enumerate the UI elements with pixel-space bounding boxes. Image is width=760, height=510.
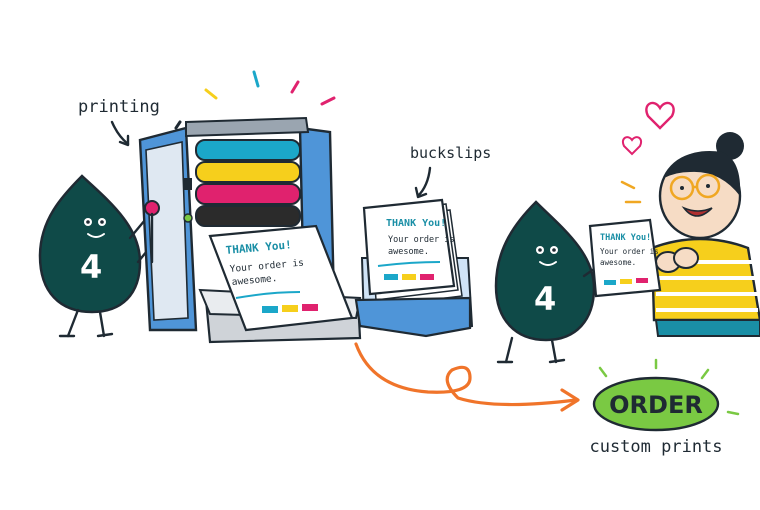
order-button[interactable]: [592, 376, 720, 432]
sparkle-marks: [174, 70, 336, 130]
press-slip-line2: awesome.: [231, 273, 278, 288]
press-slip-heading: THANK You!: [225, 238, 292, 257]
held-slip: THANK You! Your order is awesome.: [588, 218, 662, 298]
left-ink-drop-mascot-icon: 4: [38, 174, 158, 338]
stack-slip-line2: awesome.: [388, 247, 429, 257]
held-slip-line2: awesome.: [600, 258, 636, 267]
press-output-slip: THANK You! Your order is awesome.: [208, 224, 354, 332]
order-cta[interactable]: ORDER: [592, 358, 740, 432]
buckslip-stack: THANK You! Your order is awesome.: [354, 198, 474, 338]
held-slip-line1: Your order is: [600, 247, 659, 256]
stack-slip-heading: THANK You!: [386, 218, 446, 229]
order-button-label: ORDER: [609, 391, 703, 419]
right-ink-drop-mascot-icon: 4: [494, 200, 606, 364]
held-slip-heading: THANK You!: [600, 233, 651, 243]
printing-arrow-icon: [110, 120, 130, 146]
customer-figure: [650, 132, 760, 337]
heart-icon: [622, 101, 675, 156]
order-caption: custom prints: [589, 437, 722, 457]
left-mascot-number: 4: [80, 248, 102, 286]
buckslips-arrow-icon: [416, 166, 432, 198]
right-mascot-number: 4: [534, 280, 556, 318]
stack-slip-line1: Your order is: [388, 235, 455, 245]
flow-arrow-icon: [354, 342, 580, 412]
buckslips-label: buckslips: [410, 144, 491, 162]
printing-label: printing: [78, 97, 160, 117]
